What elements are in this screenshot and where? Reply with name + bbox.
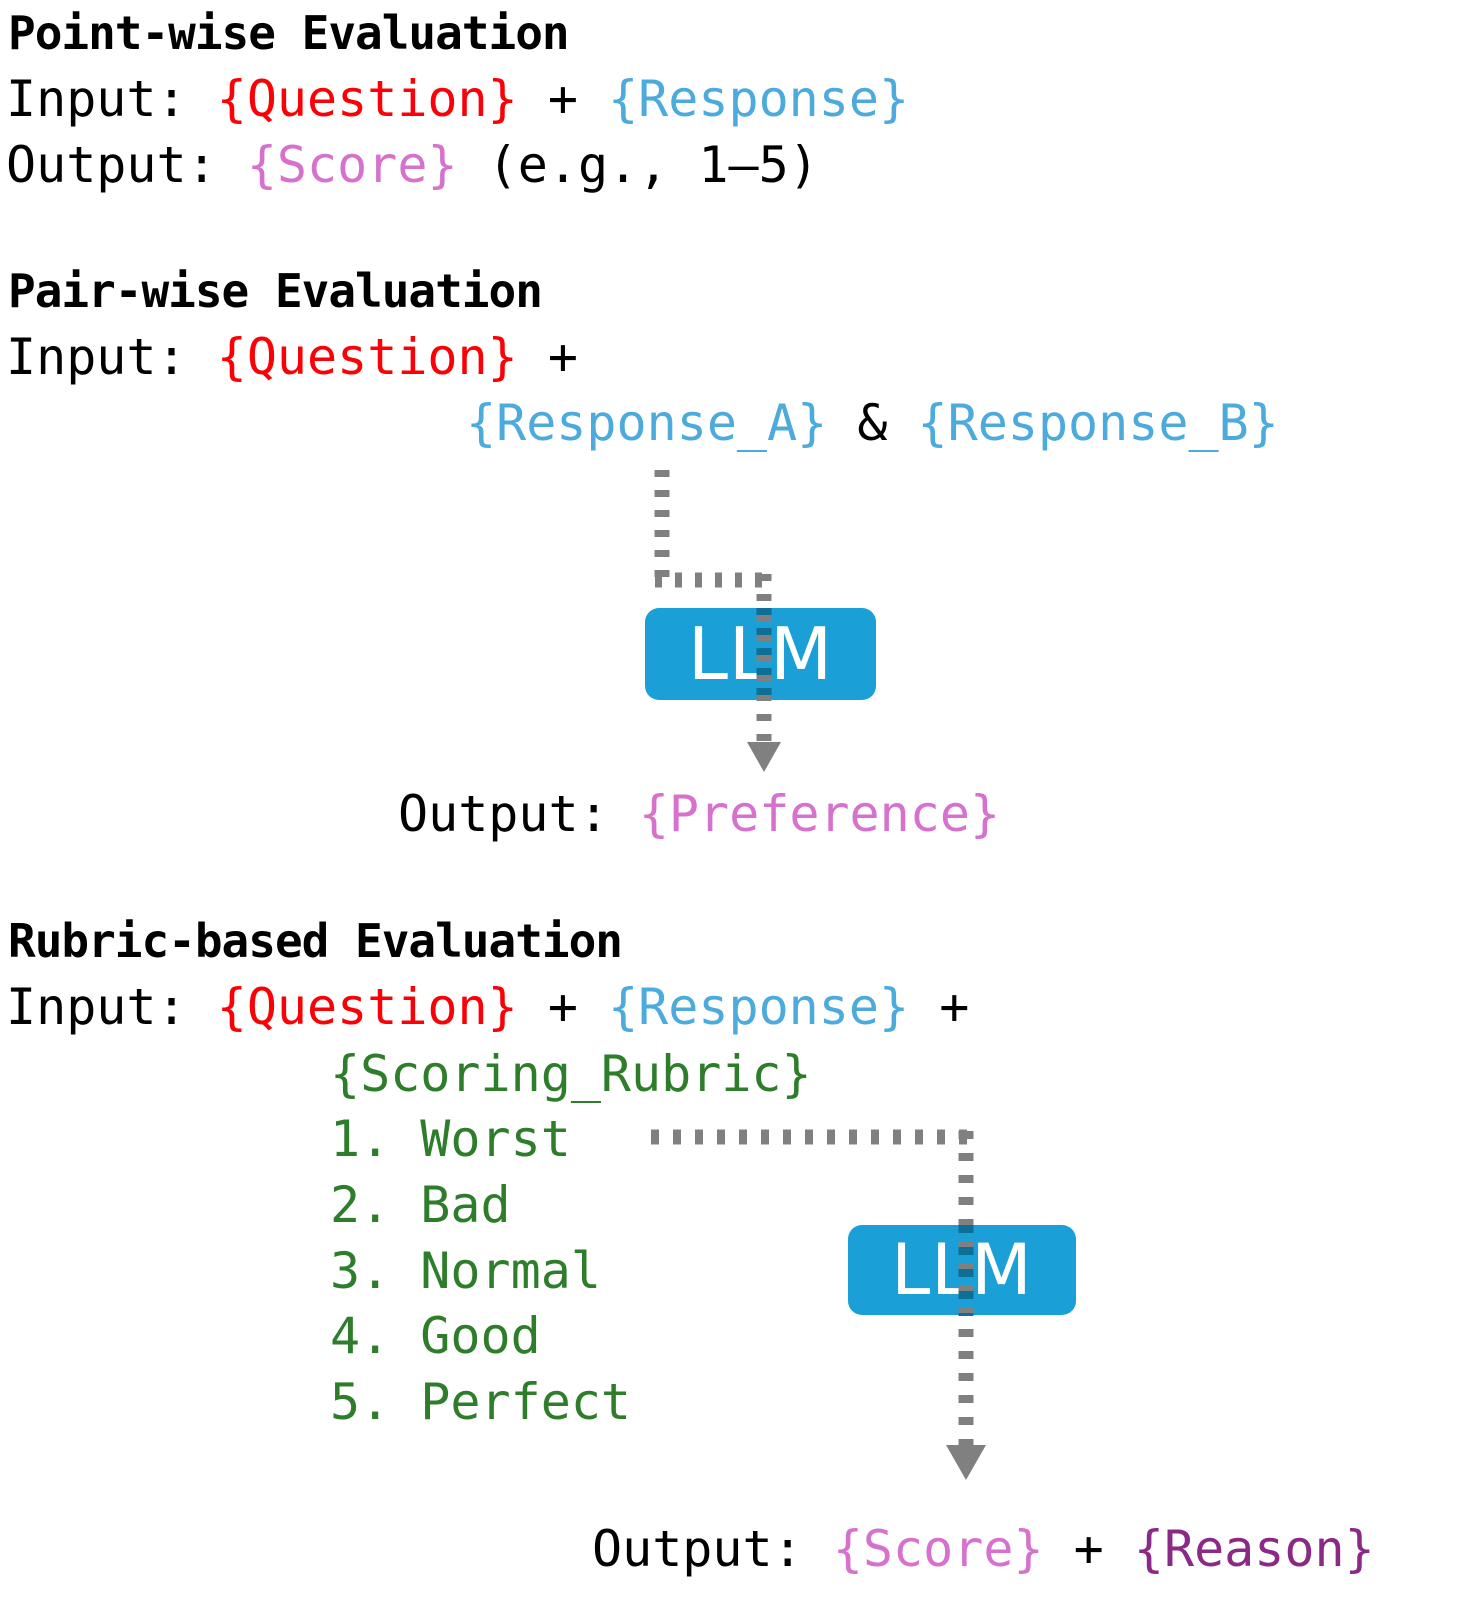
pairwise-heading: Pair-wise Evaluation	[8, 264, 543, 318]
llm-box-pairwise[interactable]: LLM	[645, 608, 876, 700]
pairwise-output-preference: {Preference}	[638, 785, 1001, 843]
pointwise-input-line: Input: {Question} + {Response}	[6, 74, 909, 124]
pairwise-responses-line: {Response_A} & {Response_B}	[466, 398, 1279, 448]
pairwise-output-label: Output:	[398, 785, 639, 843]
rubric-item-1: 1. Worst	[330, 1110, 571, 1168]
pointwise-output-suffix: (e.g., 1–5)	[457, 136, 819, 194]
rubric-item-3: 3. Normal	[330, 1242, 601, 1300]
pointwise-input-plus: +	[517, 70, 609, 128]
rubric-input-plus-2: +	[909, 978, 970, 1036]
rubric-title: {Scoring_Rubric}	[330, 1045, 812, 1103]
rubric-output-line: Output: {Score} + {Reason}	[592, 1524, 1375, 1574]
pairwise-response-a: {Response_A}	[466, 394, 828, 452]
llm-box-rubric[interactable]: LLM	[848, 1225, 1076, 1315]
rubric-output-plus: +	[1043, 1520, 1134, 1578]
pairwise-response-b: {Response_B}	[917, 394, 1279, 452]
pairwise-input-plus: +	[517, 328, 578, 386]
rubric-output-score: {Score}	[832, 1520, 1044, 1578]
rubric-input-label: Input:	[6, 978, 217, 1036]
pairwise-output-line: Output: {Preference}	[398, 789, 1000, 839]
rubric-output-reason: {Reason}	[1133, 1520, 1375, 1578]
rubric-input-plus-1: +	[517, 978, 609, 1036]
pointwise-output-line: Output: {Score} (e.g., 1–5)	[6, 140, 819, 190]
rubric-output-label: Output:	[592, 1520, 833, 1578]
llm-box-rubric-label: LLM	[891, 1229, 1033, 1311]
rubric-heading: Rubric-based Evaluation	[8, 914, 623, 968]
pairwise-input-line: Input: {Question} +	[6, 332, 578, 382]
llm-box-pairwise-label: LLM	[687, 612, 834, 696]
pointwise-input-label: Input:	[6, 70, 217, 128]
rubric-input-response: {Response}	[608, 978, 910, 1036]
rubric-item-2: 2. Bad	[330, 1176, 511, 1234]
rubric-input-line: Input: {Question} + {Response} +	[6, 982, 969, 1032]
pairwise-input-label: Input:	[6, 328, 217, 386]
pointwise-input-question: {Question}	[216, 70, 518, 128]
rubric-item-5: 5. Perfect	[330, 1373, 632, 1431]
pairwise-response-amp: &	[827, 394, 918, 452]
rubric-input-question: {Question}	[216, 978, 518, 1036]
pointwise-input-response: {Response}	[608, 70, 910, 128]
rubric-item-4: 4. Good	[330, 1307, 541, 1365]
pointwise-heading: Point-wise Evaluation	[8, 6, 570, 60]
pointwise-output-label: Output:	[6, 136, 247, 194]
pointwise-output-score: {Score}	[246, 136, 458, 194]
pairwise-input-question: {Question}	[216, 328, 518, 386]
